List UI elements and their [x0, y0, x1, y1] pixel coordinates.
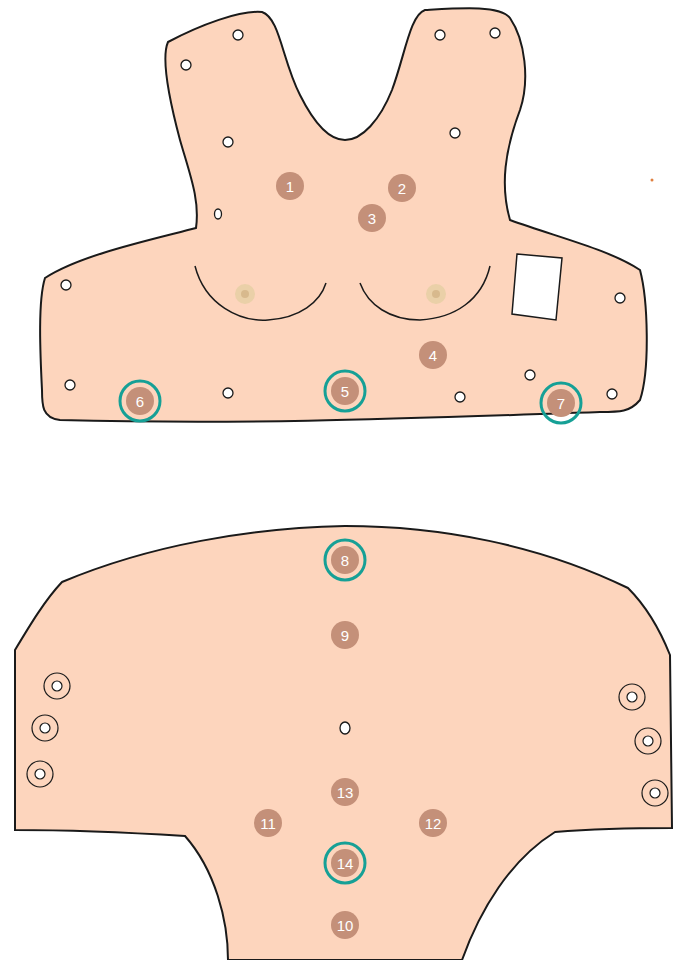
square-cutout [512, 254, 562, 320]
highlight-ring [120, 381, 160, 421]
highlight-ring [325, 843, 365, 883]
callout-number: 6 [136, 394, 144, 409]
callout-number: 8 [341, 553, 349, 568]
callout-number: 14 [337, 856, 354, 871]
callout-number: 5 [341, 384, 349, 399]
callout-disc [331, 377, 359, 405]
callout-number: 3 [368, 211, 376, 226]
callout-number: 10 [337, 918, 354, 933]
callout-number: 13 [337, 785, 354, 800]
breast-contour [360, 266, 490, 320]
callout-number: 7 [557, 396, 565, 411]
callout-disc [547, 389, 575, 417]
callout-disc [331, 849, 359, 877]
breast-contour [195, 266, 326, 320]
callout-number: 11 [260, 816, 276, 831]
callout-number: 12 [425, 816, 442, 831]
callout-disc [419, 809, 447, 837]
chest-skin-outline [40, 8, 647, 421]
callout-disc [126, 387, 154, 415]
callout-disc [331, 911, 359, 939]
highlight-ring [325, 371, 365, 411]
abdomen-skin-outline [15, 526, 672, 960]
highlight-ring [541, 383, 581, 423]
callout-disc [419, 341, 447, 369]
callout-disc [276, 172, 304, 200]
callout-disc [331, 621, 359, 649]
callout-disc [331, 778, 359, 806]
nipple [235, 284, 446, 304]
callout-disc [254, 809, 282, 837]
callout-disc [388, 174, 416, 202]
highlight-ring [325, 540, 365, 580]
callout-number: 1 [286, 179, 294, 194]
callout-number: 2 [398, 181, 406, 196]
snap-ring [27, 673, 668, 806]
callout-number: 4 [429, 348, 437, 363]
callout-disc [331, 546, 359, 574]
callout-disc [358, 204, 386, 232]
mounting-hole [61, 28, 625, 734]
stray-dot [651, 179, 654, 182]
callout-number: 9 [341, 628, 349, 643]
